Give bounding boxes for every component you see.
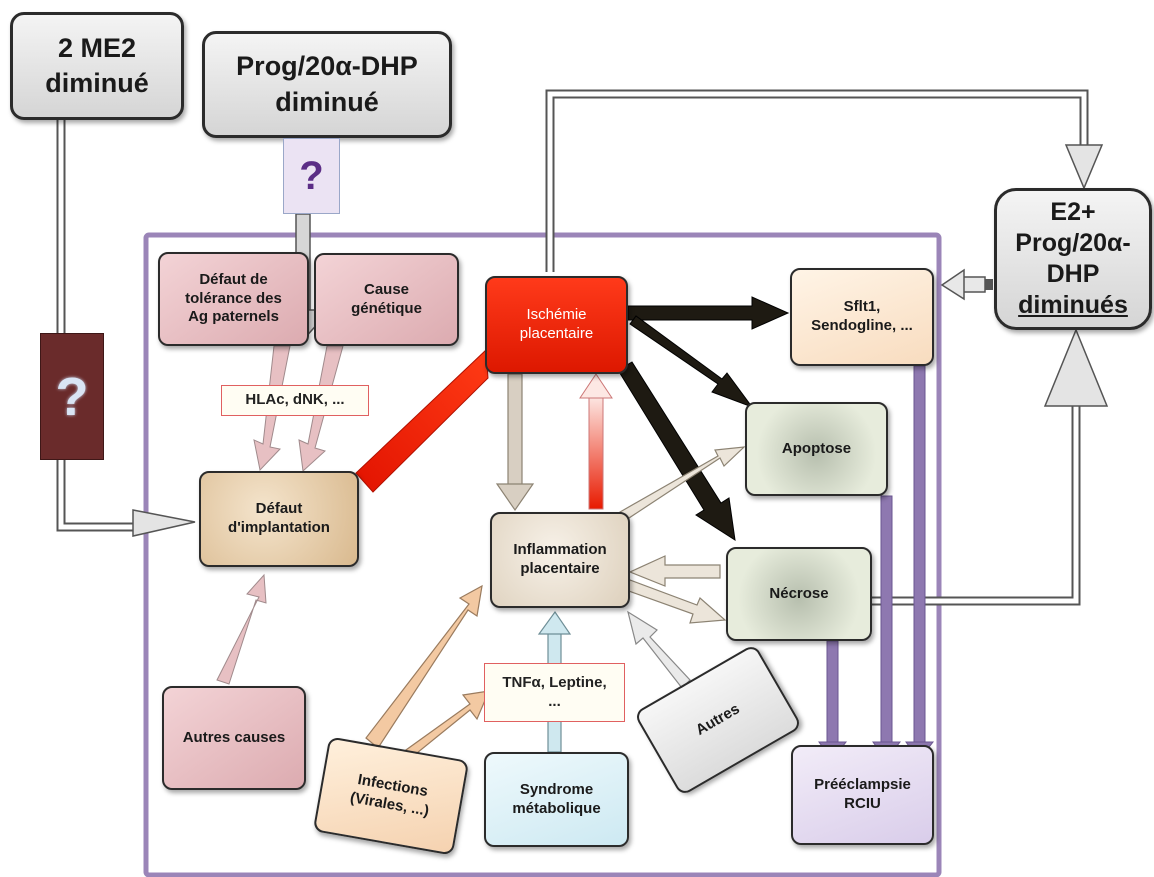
- black-arrows-from-ischemie: [617, 296, 790, 542]
- arrow-necrose-to-e2: [872, 328, 1109, 606]
- tan-arrows-inflammation-cell-death: [619, 446, 746, 624]
- label-hlac-dnk: HLAc, dNK, ...: [221, 385, 369, 416]
- arrow-me2-to-implantation: [56, 120, 196, 537]
- node-preeclampsie-rciu: Prééclampsie RCIU: [791, 745, 934, 845]
- question-mark-left-text: ?: [55, 366, 89, 427]
- node-cause-genetique: Cause génétique: [314, 253, 459, 346]
- node-e2-prog-diminues: E2+ Prog/20α- DHP diminués: [994, 188, 1152, 330]
- node-2me2-diminue: 2 ME2 diminué: [10, 12, 184, 120]
- peach-arrows-from-infections: [365, 584, 490, 771]
- arrow-inflammation-to-ischemie: [579, 373, 613, 510]
- node-prog-diminue: Prog/20α-DHP diminué: [202, 31, 452, 138]
- question-mark-left: ?: [40, 333, 104, 460]
- node-inflammation-placentaire: Inflammation placentaire: [490, 512, 630, 608]
- arrow-autres-to-inflammation: [627, 610, 691, 689]
- node-defaut-tolerance: Défaut de tolérance des Ag paternels: [158, 252, 309, 346]
- red-arrow-implantation-to-ischemie: [355, 348, 489, 493]
- node-necrose: Nécrose: [726, 547, 872, 641]
- node-sflt1-sendogline: Sflt1, Sendogline, ...: [790, 268, 934, 366]
- e2-text-underlined: diminués: [1018, 291, 1128, 320]
- e2-text: E2+ Prog/20α- DHP: [1015, 197, 1131, 289]
- node-defaut-implantation: Défaut d'implantation: [199, 471, 359, 567]
- node-autres-causes: Autres causes: [162, 686, 306, 790]
- question-mark-top: ?: [283, 138, 340, 214]
- arrow-e2-to-sflt1: [940, 268, 993, 301]
- placenta-frame: [143, 232, 942, 877]
- arrow-ischemie-to-inflammation: [495, 373, 535, 512]
- node-ischemie-placentaire: Ischémie placentaire: [485, 276, 628, 374]
- node-syndrome-metabolique: Syndrome métabolique: [484, 752, 629, 847]
- label-tnf-leptine: TNFα, Leptine, ...: [484, 663, 625, 722]
- arrow-ischemie-to-e2: [545, 89, 1104, 272]
- node-apoptose: Apoptose: [745, 402, 888, 496]
- question-mark-top-text: ?: [299, 153, 324, 198]
